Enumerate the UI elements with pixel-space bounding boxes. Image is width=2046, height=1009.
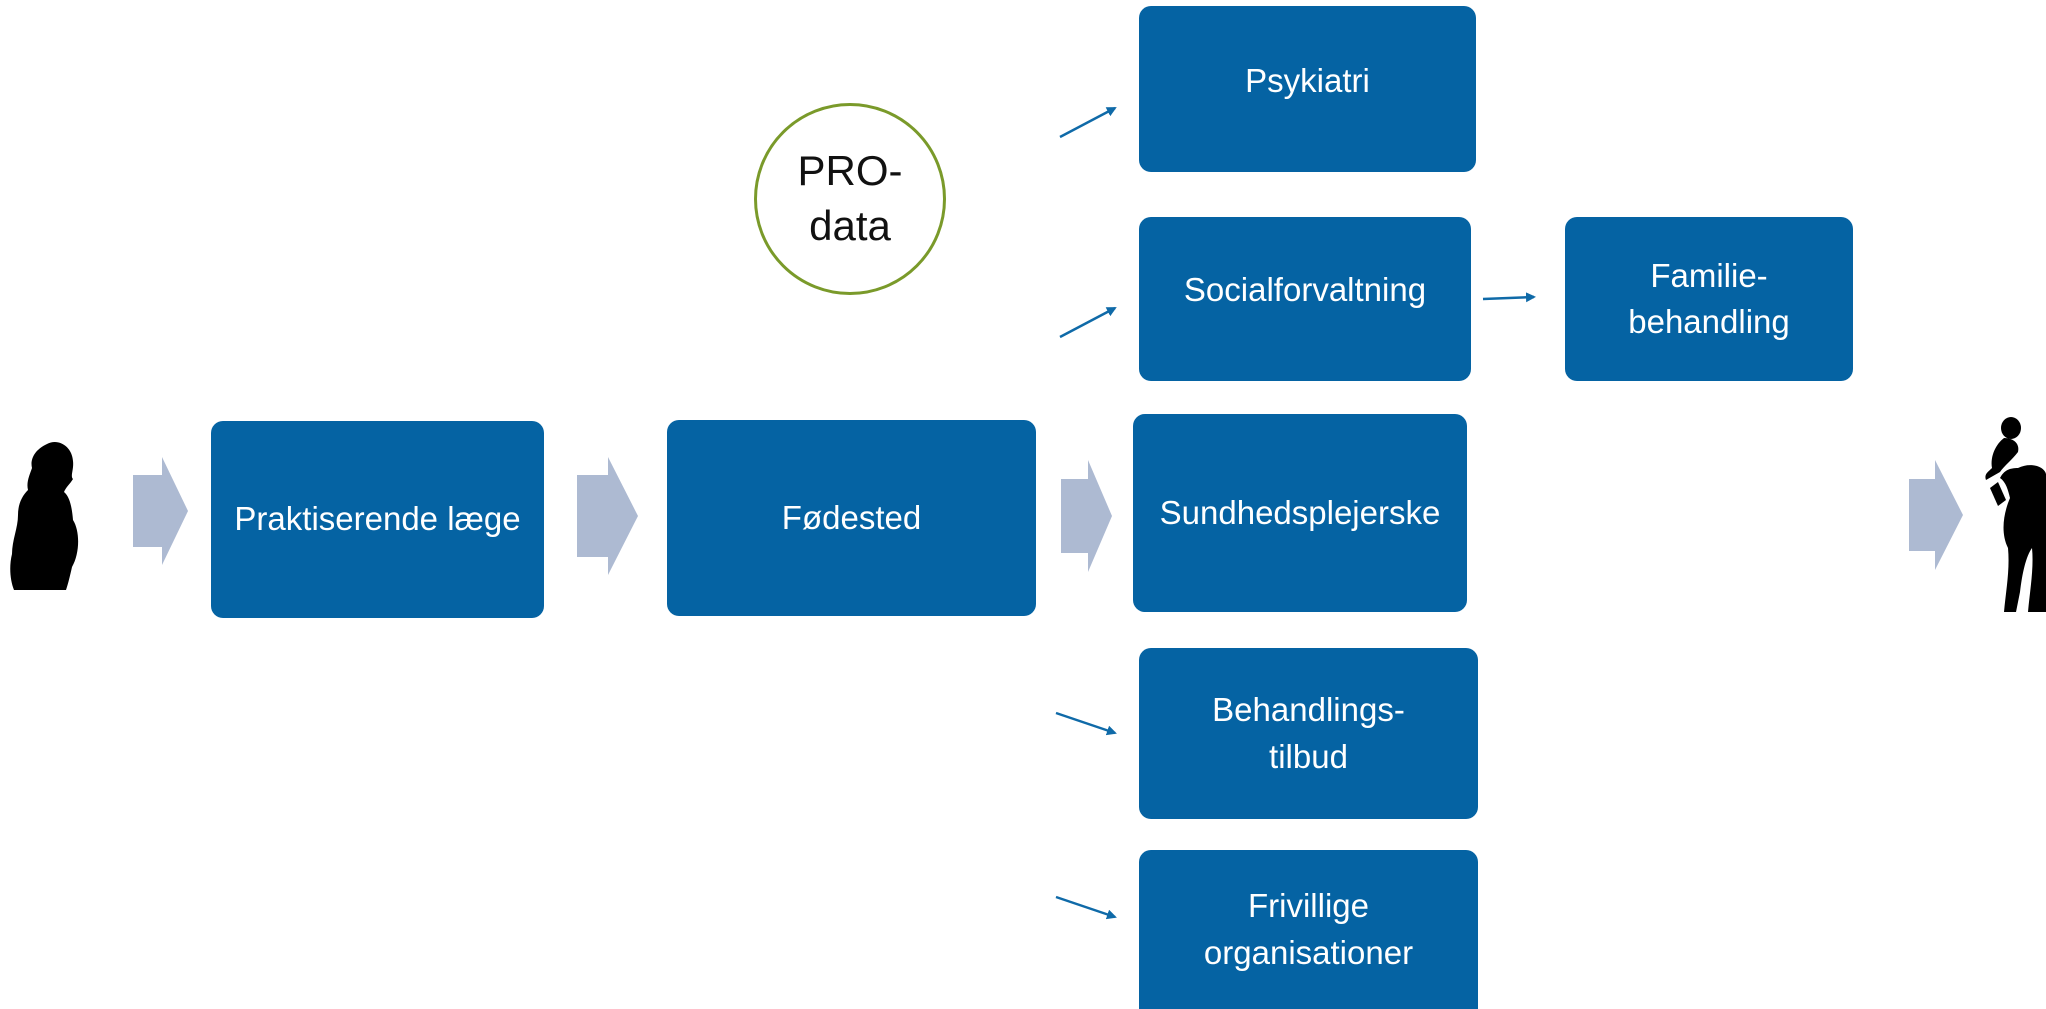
node-behandlingstilbud[interactable]: Behandlings- tilbud — [1139, 648, 1478, 819]
node-socialforvaltning[interactable]: Socialforvaltning — [1139, 217, 1471, 381]
arrow-to-familiebehandling — [1482, 292, 1536, 303]
arrow-to-behandlingstilbud — [1055, 711, 1117, 736]
mother-lifting-baby-icon — [1985, 417, 2046, 612]
node-familiebehandling[interactable]: Familie- behandling — [1565, 217, 1853, 381]
block-arrow-2 — [577, 457, 638, 575]
arrow-to-socialforvaltning — [1059, 306, 1117, 339]
arrow-to-frivillige — [1055, 895, 1117, 920]
node-label: Fødested — [781, 498, 922, 536]
node-frivillige-organisationer[interactable]: Frivillige organisationer — [1139, 850, 1478, 1009]
node-label: Socialforvaltning — [1183, 271, 1427, 308]
node-foedested[interactable]: Fødested — [667, 420, 1036, 616]
pro-data-circle: PRO- data — [754, 103, 946, 295]
node-label: Psykiatri — [1245, 62, 1370, 99]
pro-data-label: PRO- data — [797, 147, 903, 249]
node-label: Praktiserende læge — [234, 500, 521, 538]
node-label: Behandlings- tilbud — [1212, 691, 1405, 775]
node-label: Familie- behandling — [1628, 256, 1790, 340]
node-label: Frivillige organisationer — [1203, 887, 1414, 971]
pregnant-woman-icon — [10, 441, 79, 590]
node-psykiatri[interactable]: Psykiatri — [1139, 6, 1476, 172]
node-praktiserende-laege[interactable]: Praktiserende læge — [211, 421, 544, 618]
node-sundhedsplejerske[interactable]: Sundhedsplejerske — [1133, 414, 1467, 612]
block-arrow-1 — [133, 457, 188, 565]
block-arrow-4 — [1909, 460, 1963, 570]
arrow-to-psykiatri — [1059, 106, 1117, 139]
block-arrow-3 — [1061, 460, 1112, 572]
node-label: Sundhedsplejerske — [1159, 494, 1441, 531]
